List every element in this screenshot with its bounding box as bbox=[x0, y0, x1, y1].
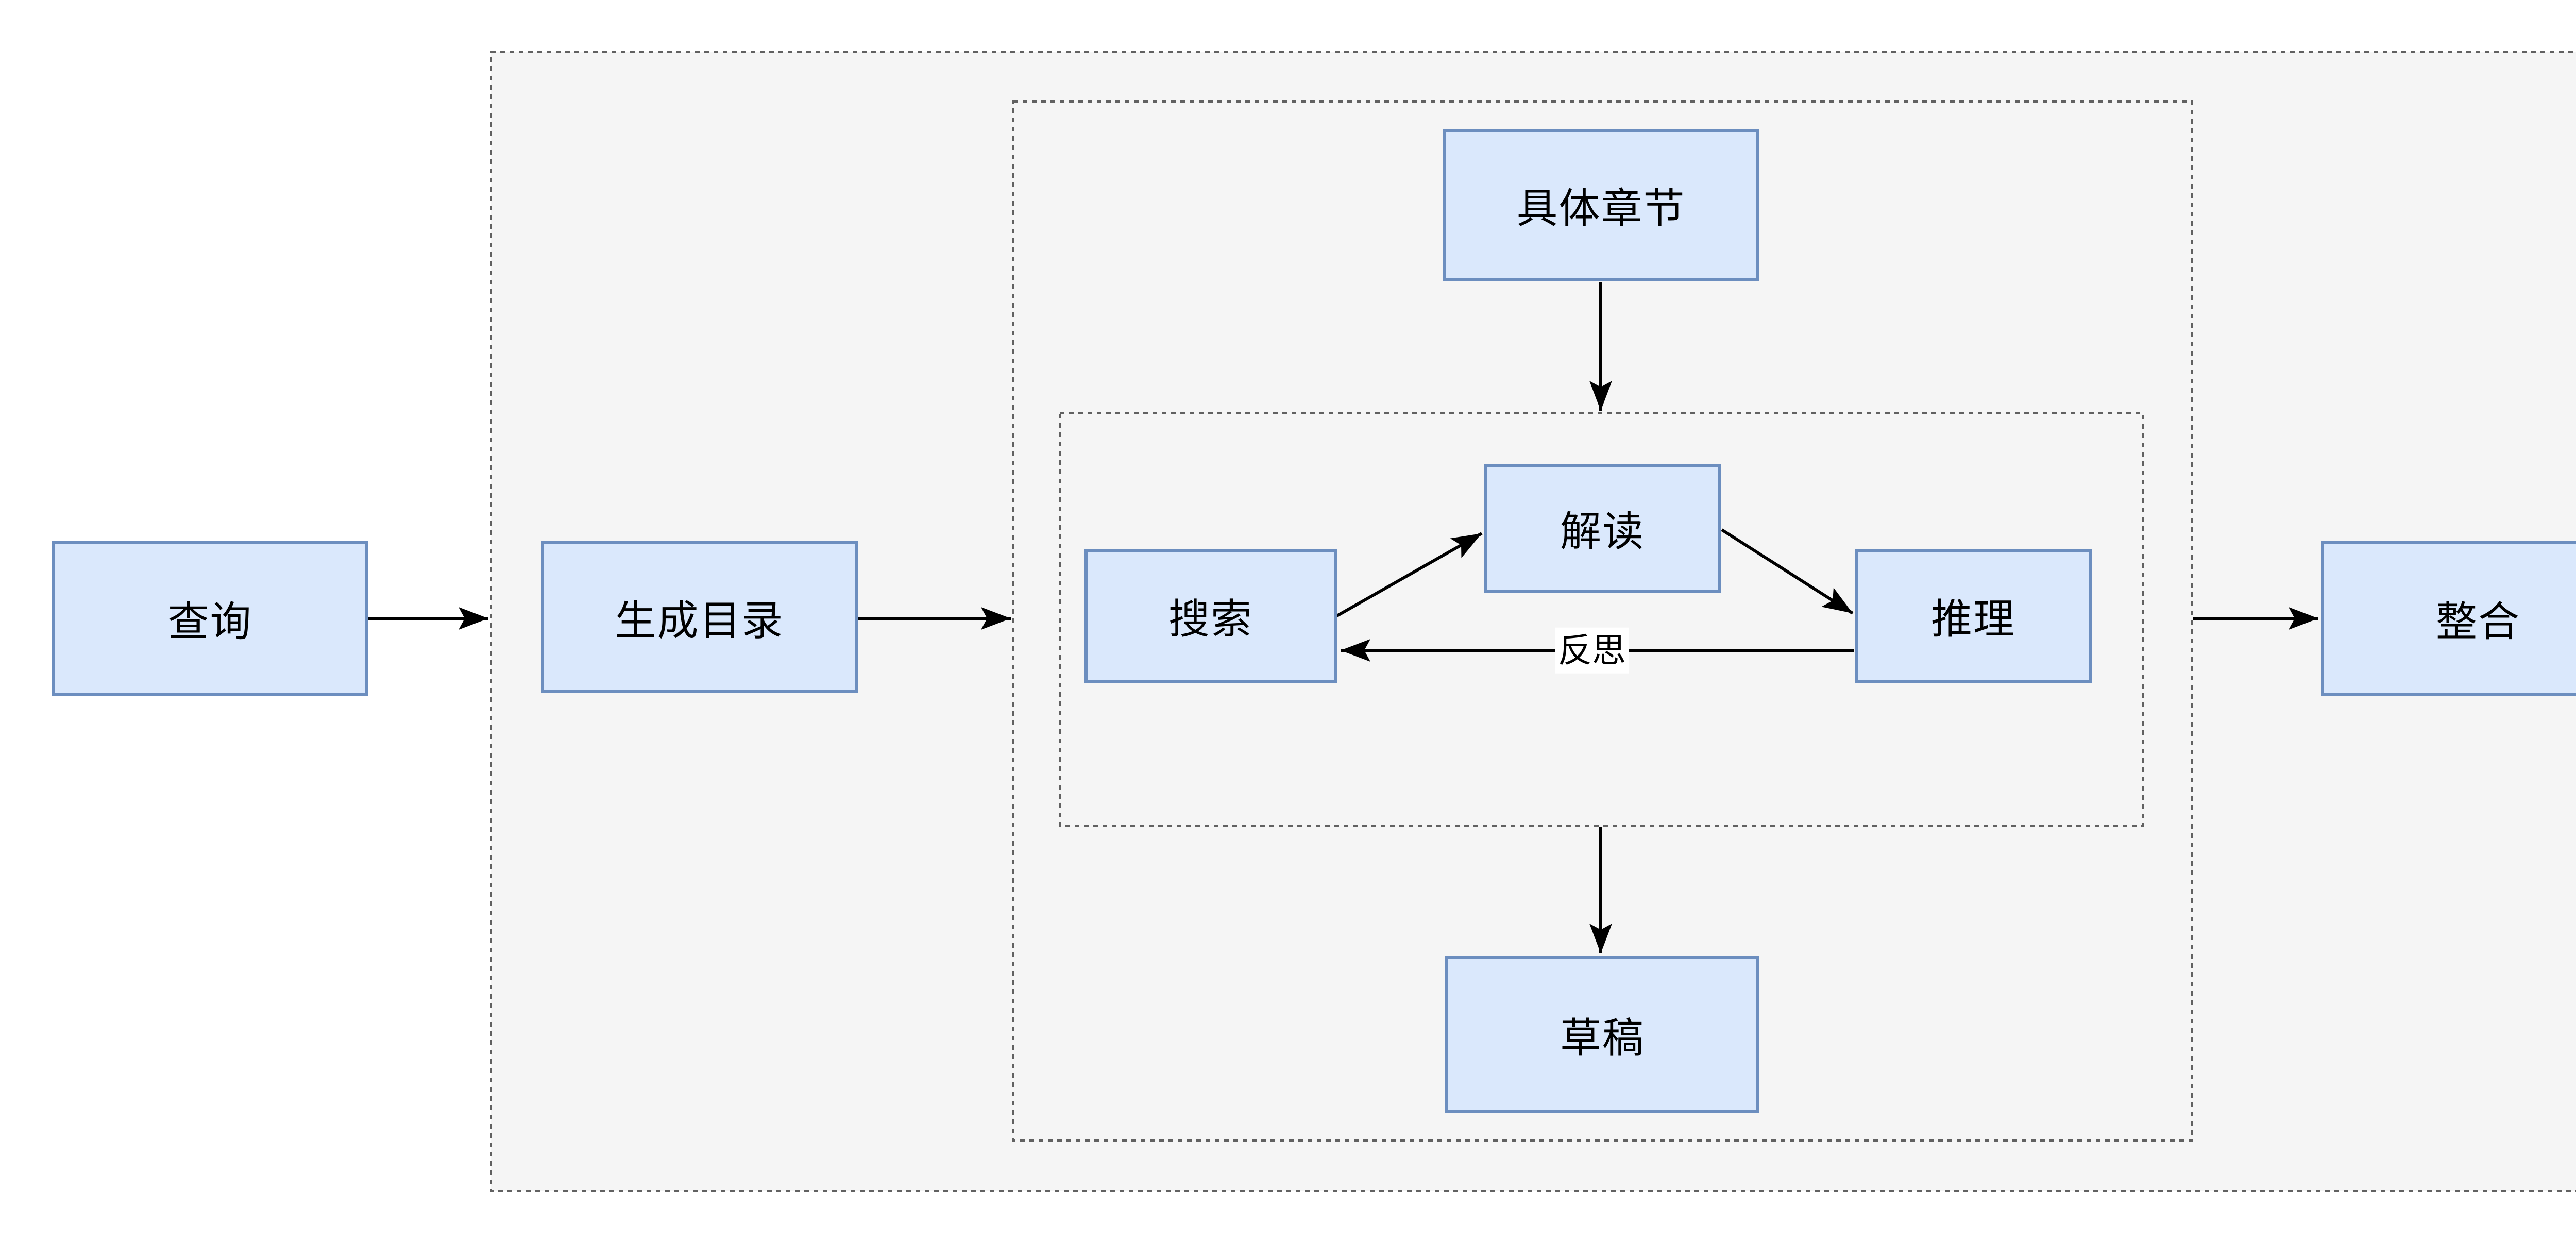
reasoning-loop-box bbox=[1059, 412, 2144, 827]
node-integrate-label: 整合 bbox=[2436, 599, 2520, 645]
node-reasoning-label: 推理 bbox=[1931, 596, 2015, 642]
node-reasoning: 推理 bbox=[1855, 549, 2092, 683]
node-draft-label: 草稿 bbox=[1560, 1015, 1645, 1061]
node-integrate: 整合 bbox=[2321, 541, 2576, 696]
arrow-search-to-interpret bbox=[1336, 532, 1483, 617]
node-interpret: 解读 bbox=[1484, 464, 1721, 593]
node-interpret-label: 解读 bbox=[1560, 509, 1645, 555]
node-generate-toc-label: 生成目录 bbox=[615, 597, 784, 644]
node-specific-chapter: 具体章节 bbox=[1443, 129, 1759, 281]
node-draft: 草稿 bbox=[1445, 956, 1759, 1113]
node-search: 搜索 bbox=[1084, 549, 1337, 683]
node-query: 查询 bbox=[52, 541, 368, 696]
reflection-edge-label: 反思 bbox=[1555, 627, 1629, 674]
node-generate-toc: 生成目录 bbox=[541, 541, 858, 693]
arrow-interpret-to-reasoning bbox=[1721, 528, 1854, 615]
node-query-label: 查询 bbox=[167, 599, 252, 645]
node-search-label: 搜索 bbox=[1168, 596, 1253, 642]
node-specific-chapter-label: 具体章节 bbox=[1516, 185, 1686, 231]
